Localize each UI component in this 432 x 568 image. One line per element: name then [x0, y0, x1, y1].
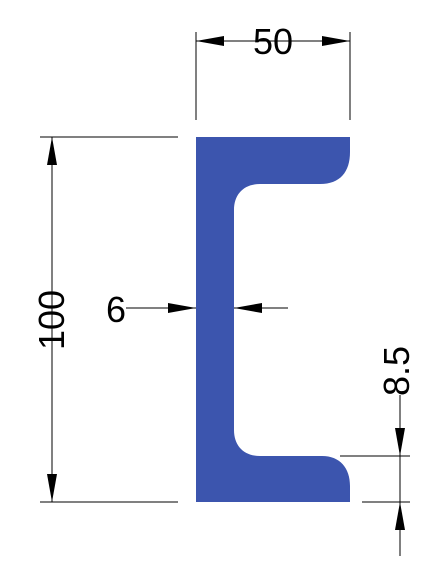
- arrow-up-icon: [47, 137, 57, 165]
- arrow-left-icon: [196, 36, 224, 46]
- arrow-flange-up-icon: [395, 502, 405, 530]
- width-dimension: 50: [195, 21, 351, 120]
- flange-thickness-dimension: 8.5: [340, 346, 417, 556]
- arrow-down-icon: [47, 474, 57, 502]
- height-dimension: 100: [31, 136, 178, 503]
- height-label: 100: [31, 290, 72, 350]
- web-thickness-dimension: 6: [106, 289, 288, 330]
- arrow-right-icon: [322, 36, 350, 46]
- width-label: 50: [253, 21, 293, 62]
- flange-thickness-label: 8.5: [376, 346, 417, 396]
- arrow-web-right-icon: [234, 303, 262, 313]
- web-thickness-label: 6: [106, 289, 126, 330]
- arrow-web-left-icon: [168, 303, 196, 313]
- channel-profile: [196, 137, 350, 502]
- arrow-flange-down-icon: [395, 428, 405, 456]
